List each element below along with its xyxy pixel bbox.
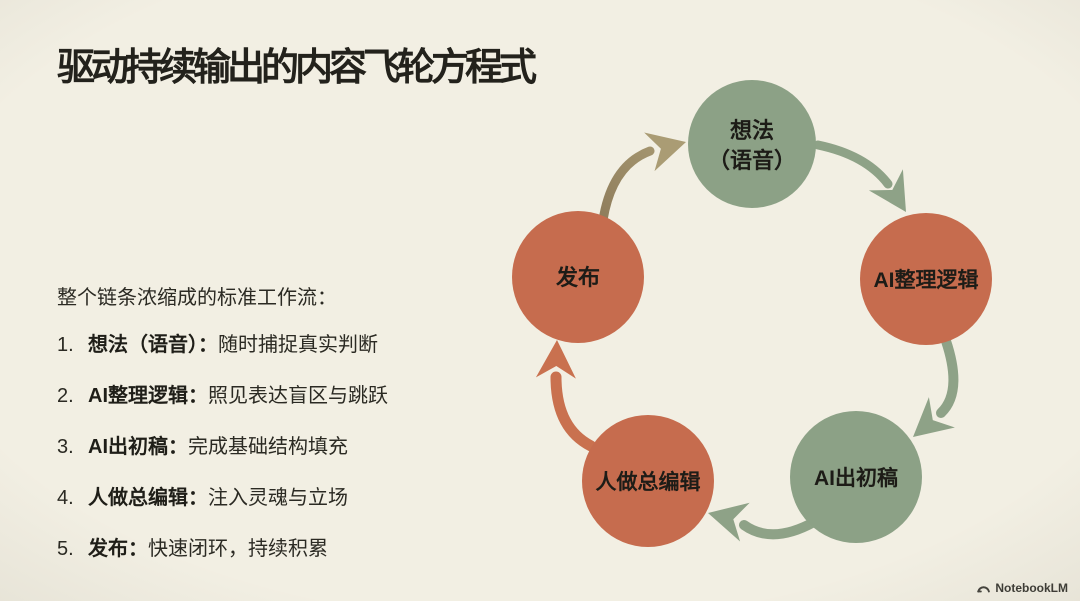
arrow-head (913, 397, 955, 437)
workflow-item-3: 3. AI出初稿： 完成基础结构填充 (57, 430, 388, 459)
workflow-items: 1. 想法（语音）： 随时捕捉真实判断 2. AI整理逻辑： 照见表达盲区与跳跃… (57, 328, 388, 561)
item-desc: 完成基础结构填充 (188, 436, 348, 458)
item-number: 5. (57, 538, 74, 560)
arrow-head (868, 169, 906, 212)
node-ai-logic-circle (860, 213, 992, 345)
arrow-head (644, 132, 686, 172)
arrow-publish-to-idea (598, 132, 686, 225)
item-term: 发布： (88, 538, 148, 560)
node-ai-logic-label: AI整理逻辑 (874, 268, 979, 292)
arrow-human-editor-to-publish (535, 340, 597, 452)
arrow-tail (739, 517, 819, 540)
arrow-ai-logic-to-ai-draft (913, 336, 959, 437)
arrow-tail (550, 371, 597, 452)
item-term: AI整理逻辑： (88, 385, 208, 407)
node-human-editor-label: 人做总编辑 (596, 470, 701, 494)
item-desc: 照见表达盲区与跳跃 (208, 385, 388, 407)
arrow-head (535, 340, 576, 379)
footer-brand: NotebookLM (976, 581, 1068, 595)
item-term: 想法（语音）： (88, 334, 218, 356)
arrow-head (708, 502, 750, 542)
item-number: 2. (57, 385, 74, 407)
item-desc: 注入灵魂与立场 (208, 487, 348, 509)
page-title: 驱动持续输出的内容飞轮方程式 (57, 47, 537, 89)
arrow-tail (598, 146, 655, 225)
workflow-item-1: 1. 想法（语音）： 随时捕捉真实判断 (57, 328, 388, 357)
arrow-tail (936, 336, 959, 418)
item-desc: 随时捕捉真实判断 (218, 334, 378, 356)
item-number: 1. (57, 334, 74, 356)
node-publish-circle (512, 211, 644, 343)
arrow-tail (813, 140, 893, 189)
item-number: 3. (57, 436, 74, 458)
node-idea-circle (688, 80, 816, 208)
arrow-ai-draft-to-human-editor (708, 502, 819, 542)
arrow-idea-to-ai-logic (813, 140, 906, 212)
node-ai-draft-circle (790, 411, 922, 543)
flywheel-diagram: 想法（语音） AI整理逻辑 AI出初稿 人做总编辑 发布 (512, 80, 992, 547)
workflow-item-4: 4. 人做总编辑： 注入灵魂与立场 (57, 481, 388, 510)
workflow-item-5: 5. 发布： 快速闭环，持续积累 (57, 532, 388, 561)
node-idea-label: 想法（语音） (708, 118, 796, 173)
item-desc: 快速闭环，持续积累 (148, 538, 328, 560)
node-human-editor-circle (582, 415, 714, 547)
item-term: 人做总编辑： (88, 487, 208, 509)
workflow-intro: 整个链条浓缩成的标准工作流： (57, 287, 337, 309)
workflow-item-2: 2. AI整理逻辑： 照见表达盲区与跳跃 (57, 379, 388, 408)
node-publish-label: 发布 (555, 265, 600, 290)
footer-brand-label: NotebookLM (995, 581, 1068, 595)
notebooklm-icon (977, 586, 991, 593)
node-ai-draft-label: AI出初稿 (814, 466, 898, 490)
item-number: 4. (57, 487, 74, 509)
workflow-list: 整个链条浓缩成的标准工作流： 1. 想法（语音）： 随时捕捉真实判断 2. AI… (57, 281, 388, 583)
item-term: AI出初稿： (88, 436, 188, 458)
